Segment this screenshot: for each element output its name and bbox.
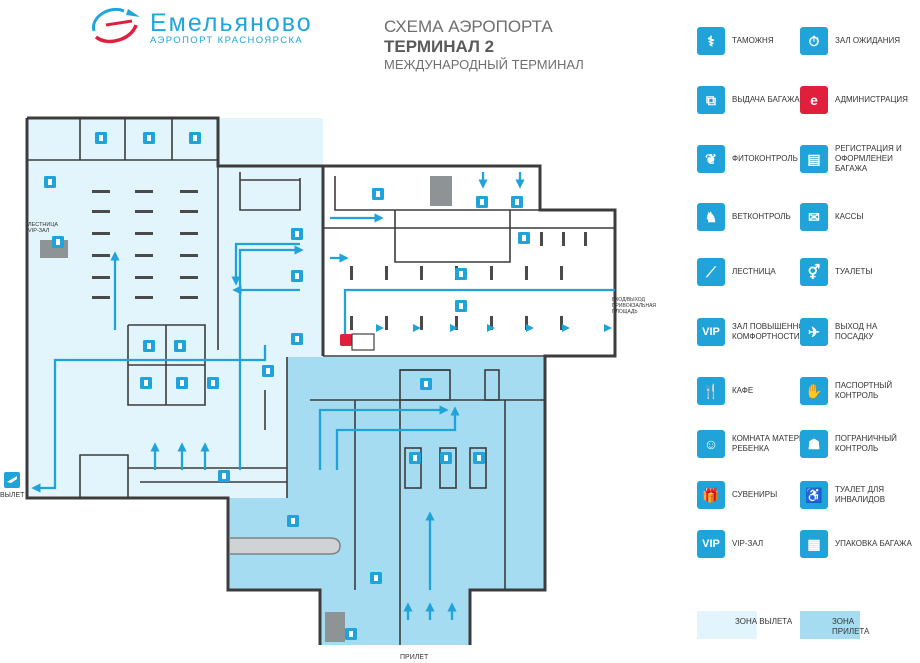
check-in-counter [92, 276, 110, 279]
check-in-counter [350, 316, 353, 330]
brand-name: Емельяново [150, 9, 313, 37]
airport-logo [92, 8, 140, 44]
terminal-name: ТЕРМИНАЛ 2 [384, 37, 495, 56]
check-in-counter [420, 316, 423, 330]
arrival-zone [228, 357, 545, 645]
wheelchair-icon: ♿ [800, 481, 828, 509]
check-in-counter [420, 266, 423, 280]
check-in-counter [135, 232, 153, 235]
gift-icon: 🎁 [697, 481, 725, 509]
departure-zone-swatch [697, 611, 757, 639]
floor-plan-map [4, 116, 617, 645]
check-in-counter [525, 266, 528, 280]
arrival-label: ПРИЛЕТ [400, 654, 429, 661]
check-in-counter [180, 210, 198, 213]
ticket-icon: ✉ [800, 203, 828, 231]
mother-child-icon: ☺ [697, 430, 725, 458]
departure-zone [27, 118, 615, 498]
terminal-subtitle: МЕЖДУНАРОДНЫЙ ТЕРМИНАЛ [384, 57, 584, 72]
small-arrows [376, 324, 612, 332]
check-in-counter [92, 254, 110, 257]
administration-icon: e [800, 86, 828, 114]
check-in-counter [135, 210, 153, 213]
arrival-zone-label: ЗОНА ПРИЛЕТА [832, 617, 870, 636]
check-in-counter [455, 316, 458, 330]
baggage-carousel [230, 537, 341, 555]
dog-icon: ♞ [697, 203, 725, 231]
check-in-counter [180, 190, 198, 193]
vip-icon: VIP [697, 318, 725, 346]
check-in-counter [385, 316, 388, 330]
check-in-counter [560, 316, 563, 330]
toilet-icon: ⚥ [800, 258, 828, 286]
route-arrows [31, 172, 615, 620]
check-in-counter [92, 232, 110, 235]
check-in-counter [525, 316, 528, 330]
leaf-icon: ❦ [697, 145, 725, 173]
departure-label: ВЫЛЕТ [0, 492, 25, 499]
check-in-counter [180, 276, 198, 279]
departure-gate-icon [4, 472, 20, 488]
airplane-icon: ✈ [800, 318, 828, 346]
baggage-claim-icon: ⧉ [697, 86, 725, 114]
check-in-counter [92, 296, 110, 299]
map-icons [44, 132, 530, 640]
waiting-hall-icon: ⏱ [800, 27, 828, 55]
check-in-counter [92, 210, 110, 213]
stairs-icon: ⟋ [697, 258, 725, 286]
check-in-counters [92, 190, 587, 330]
check-in-counter [135, 276, 153, 279]
vip-hall-icon: VIP [697, 530, 725, 558]
brand-subtitle: АЭРОПОРТ КРАСНОЯРСКА [150, 35, 304, 46]
check-in-counter [180, 232, 198, 235]
check-in-icon: ▤ [800, 145, 828, 173]
check-in-counter [350, 266, 353, 280]
check-in-counter [540, 232, 543, 246]
scheme-title: СХЕМА АЭРОПОРТА [384, 17, 553, 36]
check-in-counter [180, 254, 198, 257]
passport-icon: ✋ [800, 377, 828, 405]
baggage-wrap-icon: ▦ [800, 530, 828, 558]
arrival-zone-swatch [800, 611, 860, 639]
stairs [40, 176, 452, 642]
administration-marker-icon [340, 334, 352, 346]
check-in-counter [560, 266, 563, 280]
border-control-icon: ☗ [800, 430, 828, 458]
cafe-icon: 🍴 [697, 377, 725, 405]
check-in-counter [584, 232, 587, 246]
check-in-counter [180, 296, 198, 299]
check-in-counter [135, 190, 153, 193]
customs-icon: ⚕ [697, 27, 725, 55]
departure-zone-label: ЗОНА ВЫЛЕТА [735, 617, 793, 626]
check-in-counter [135, 296, 153, 299]
check-in-counter [135, 254, 153, 257]
inner-walls [27, 118, 615, 645]
check-in-counter [490, 316, 493, 330]
check-in-counter [385, 266, 388, 280]
check-in-counter [562, 232, 565, 246]
check-in-counter [92, 190, 110, 193]
check-in-counter [490, 266, 493, 280]
